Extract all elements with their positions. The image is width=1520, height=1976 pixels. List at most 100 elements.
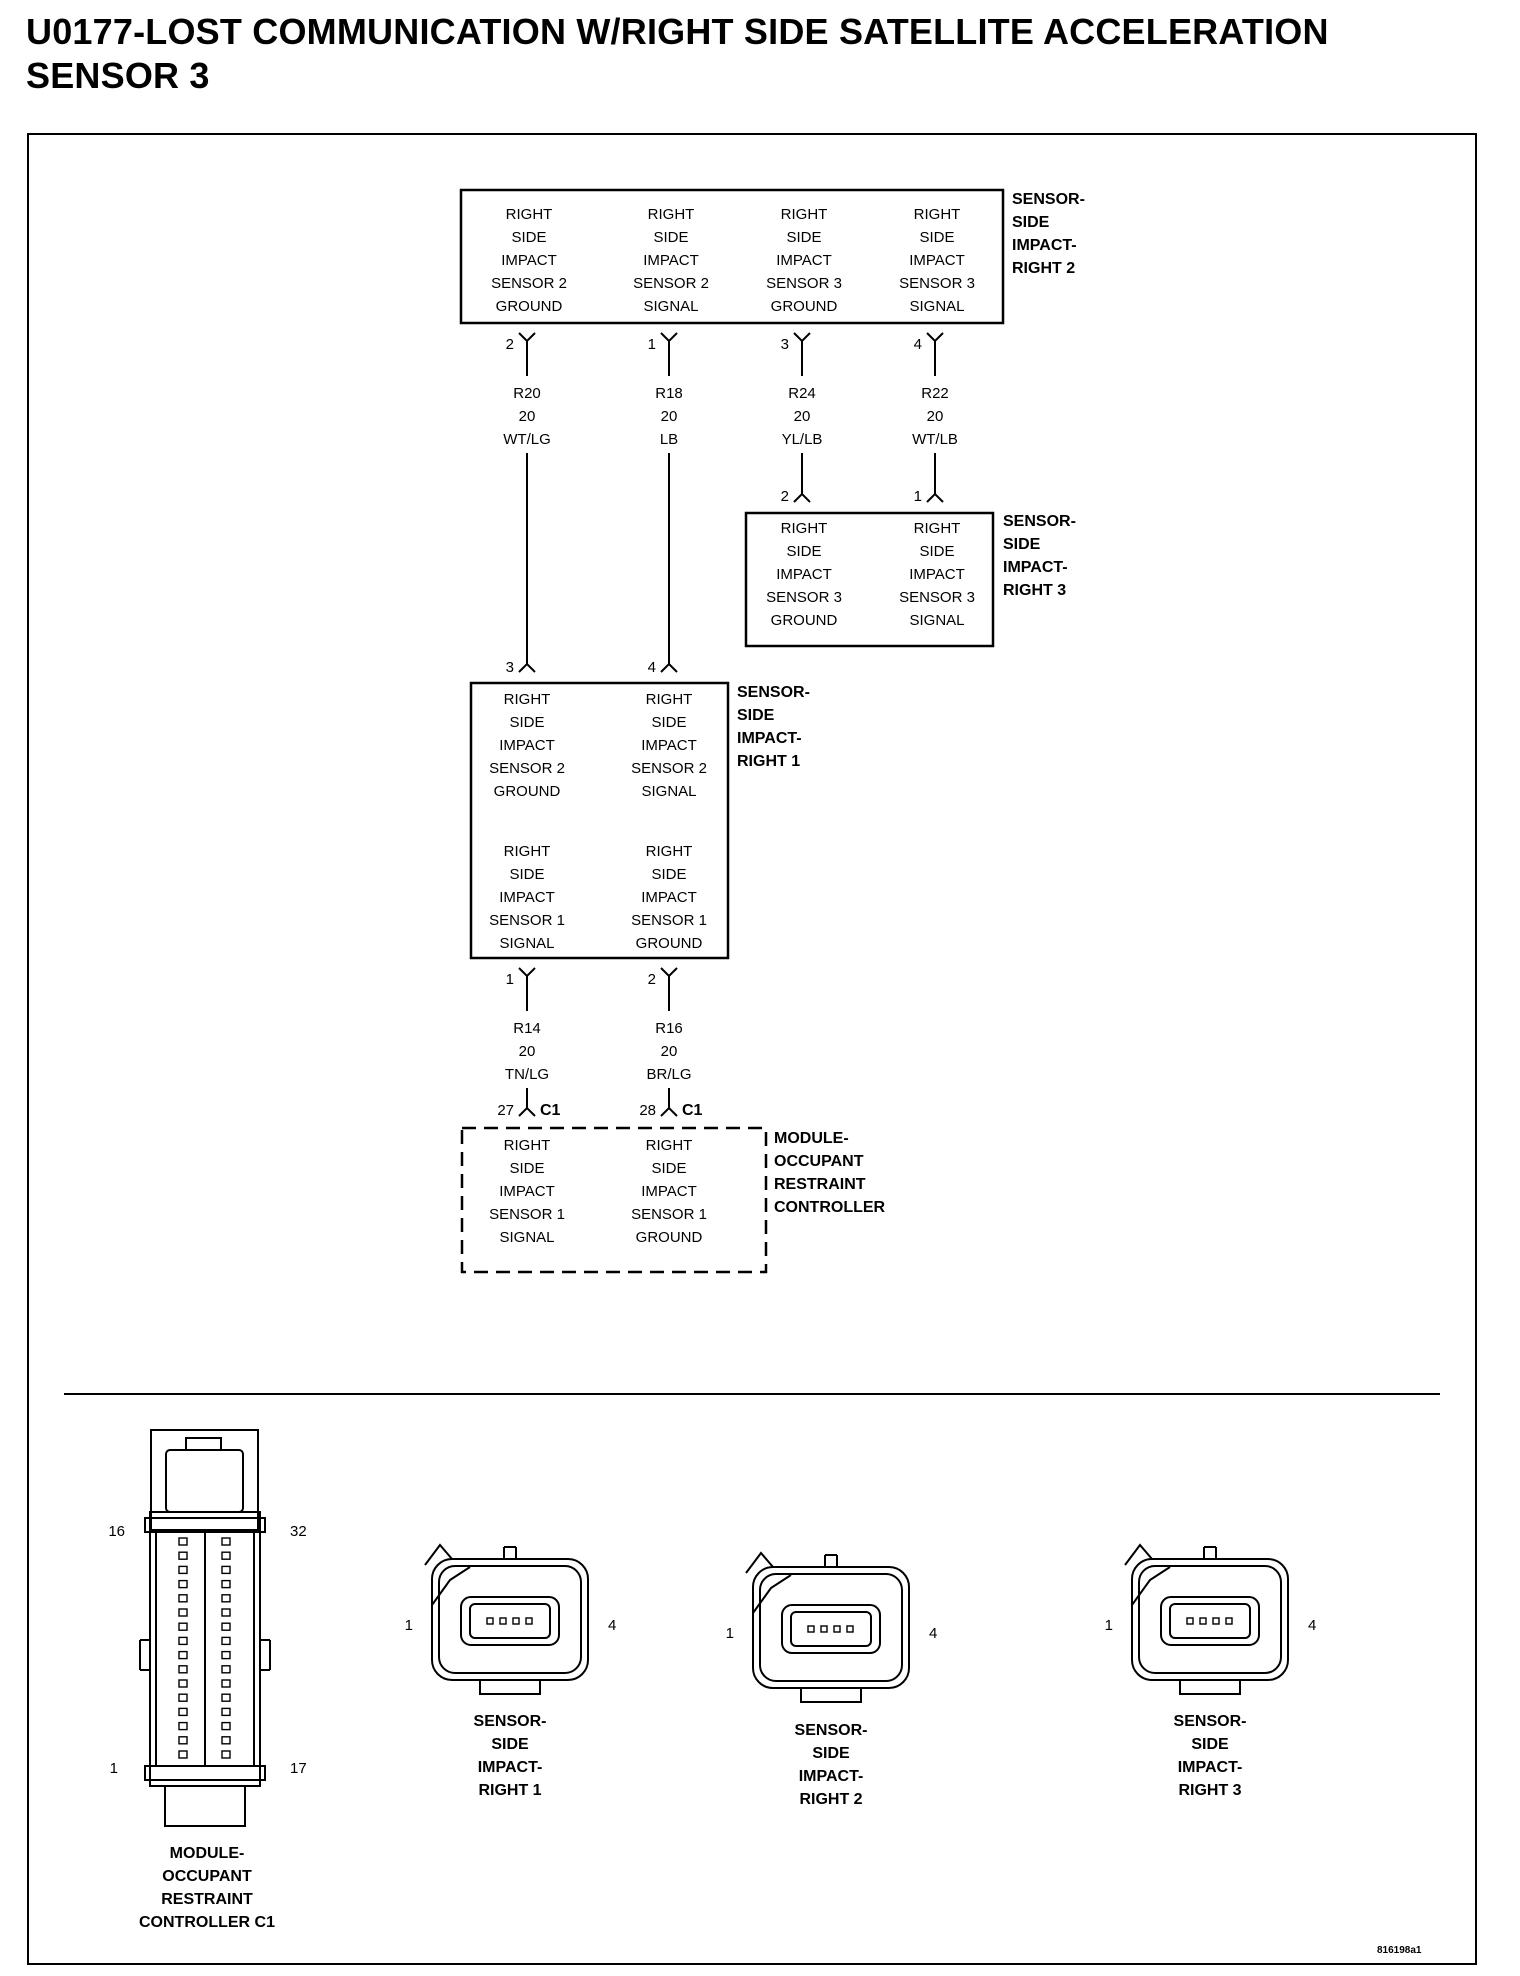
connector-outline <box>424 1543 453 1566</box>
connector-outline <box>479 1679 541 1695</box>
connector-outline <box>759 1573 903 1682</box>
sensor-connector-view-2 <box>745 1551 910 1703</box>
connector-tag-c1: C1 <box>540 1102 561 1119</box>
connector-outline <box>431 1566 471 1606</box>
pin-cavity <box>221 1537 231 1546</box>
pin-cavity <box>178 1579 188 1589</box>
pin-cavity <box>221 1650 231 1660</box>
connector-outline <box>1124 1543 1153 1566</box>
connector-outline <box>745 1551 774 1574</box>
pin-cavity <box>833 1625 841 1633</box>
connector-outline <box>469 1603 551 1639</box>
pin-cavity <box>221 1565 231 1575</box>
pin-cavity <box>178 1594 188 1603</box>
module-c1-connector-view <box>139 1429 271 1827</box>
pin-cavity <box>525 1617 533 1625</box>
pin-number: 2 <box>648 971 656 988</box>
pin-cavity <box>221 1750 231 1759</box>
pin-cavity <box>846 1625 854 1633</box>
diagram-frame <box>27 133 1477 1965</box>
pin-cavity <box>178 1665 188 1674</box>
pin-number: 27 <box>497 1102 514 1119</box>
pin-cavity <box>178 1750 188 1759</box>
pin-cavity <box>178 1721 188 1731</box>
pin-number: 1 <box>1105 1617 1113 1634</box>
pin-number: 16 <box>108 1523 125 1540</box>
pin-cavity <box>178 1565 188 1575</box>
pin-number: 1 <box>506 971 514 988</box>
pin-cavity <box>221 1707 231 1717</box>
connector-outline <box>1131 1566 1171 1606</box>
pin-cavity <box>221 1579 231 1589</box>
pin-cavity <box>1199 1617 1207 1625</box>
pin-cavity <box>221 1608 231 1617</box>
connector-outline <box>1138 1565 1282 1674</box>
connector-outline <box>790 1611 872 1647</box>
module-c1-pin-grid <box>178 1537 231 1759</box>
sensor-connector-view-3 <box>1124 1543 1289 1695</box>
connector-outline <box>800 1687 862 1703</box>
pin-number: 1 <box>110 1760 118 1777</box>
connector-outline <box>752 1574 792 1614</box>
pin-number: 3 <box>506 659 514 676</box>
pin-cavity <box>178 1707 188 1717</box>
sensor-connector-view-1 <box>424 1543 589 1695</box>
pin-number: 32 <box>290 1523 307 1540</box>
pin-cavity <box>221 1594 231 1603</box>
pin-cavity <box>221 1622 231 1631</box>
connector-outline <box>1179 1679 1241 1695</box>
connector-box-side-impact-right-1 <box>469 681 730 960</box>
pin-number: 28 <box>639 1102 656 1119</box>
pin-cavity <box>486 1617 494 1625</box>
pin-cavity <box>1212 1617 1220 1625</box>
pin-cavity <box>178 1679 188 1688</box>
pin-cavity <box>178 1693 188 1702</box>
page-title-line-2: SENSOR 3 <box>26 55 210 96</box>
figure-id: 816198a1 <box>1377 1945 1422 1956</box>
pin-cavity <box>221 1551 231 1560</box>
pin-cavity <box>221 1679 231 1688</box>
pin-number: 4 <box>929 1625 937 1642</box>
pin-number: 4 <box>1308 1617 1316 1634</box>
pin-number: 1 <box>914 488 922 505</box>
pin-number: 4 <box>648 659 656 676</box>
pin-cavity <box>178 1537 188 1546</box>
pin-cavity <box>221 1736 231 1745</box>
pin-number: 4 <box>914 336 922 353</box>
pin-number: 1 <box>726 1625 734 1642</box>
connector-tag-c1: C1 <box>682 1102 703 1119</box>
connector-outline <box>460 1596 560 1646</box>
pin-cavity <box>820 1625 828 1633</box>
pin-cavity <box>221 1636 231 1646</box>
pin-cavity <box>221 1721 231 1731</box>
pin-number: 2 <box>781 488 789 505</box>
pin-cavity <box>499 1617 507 1625</box>
